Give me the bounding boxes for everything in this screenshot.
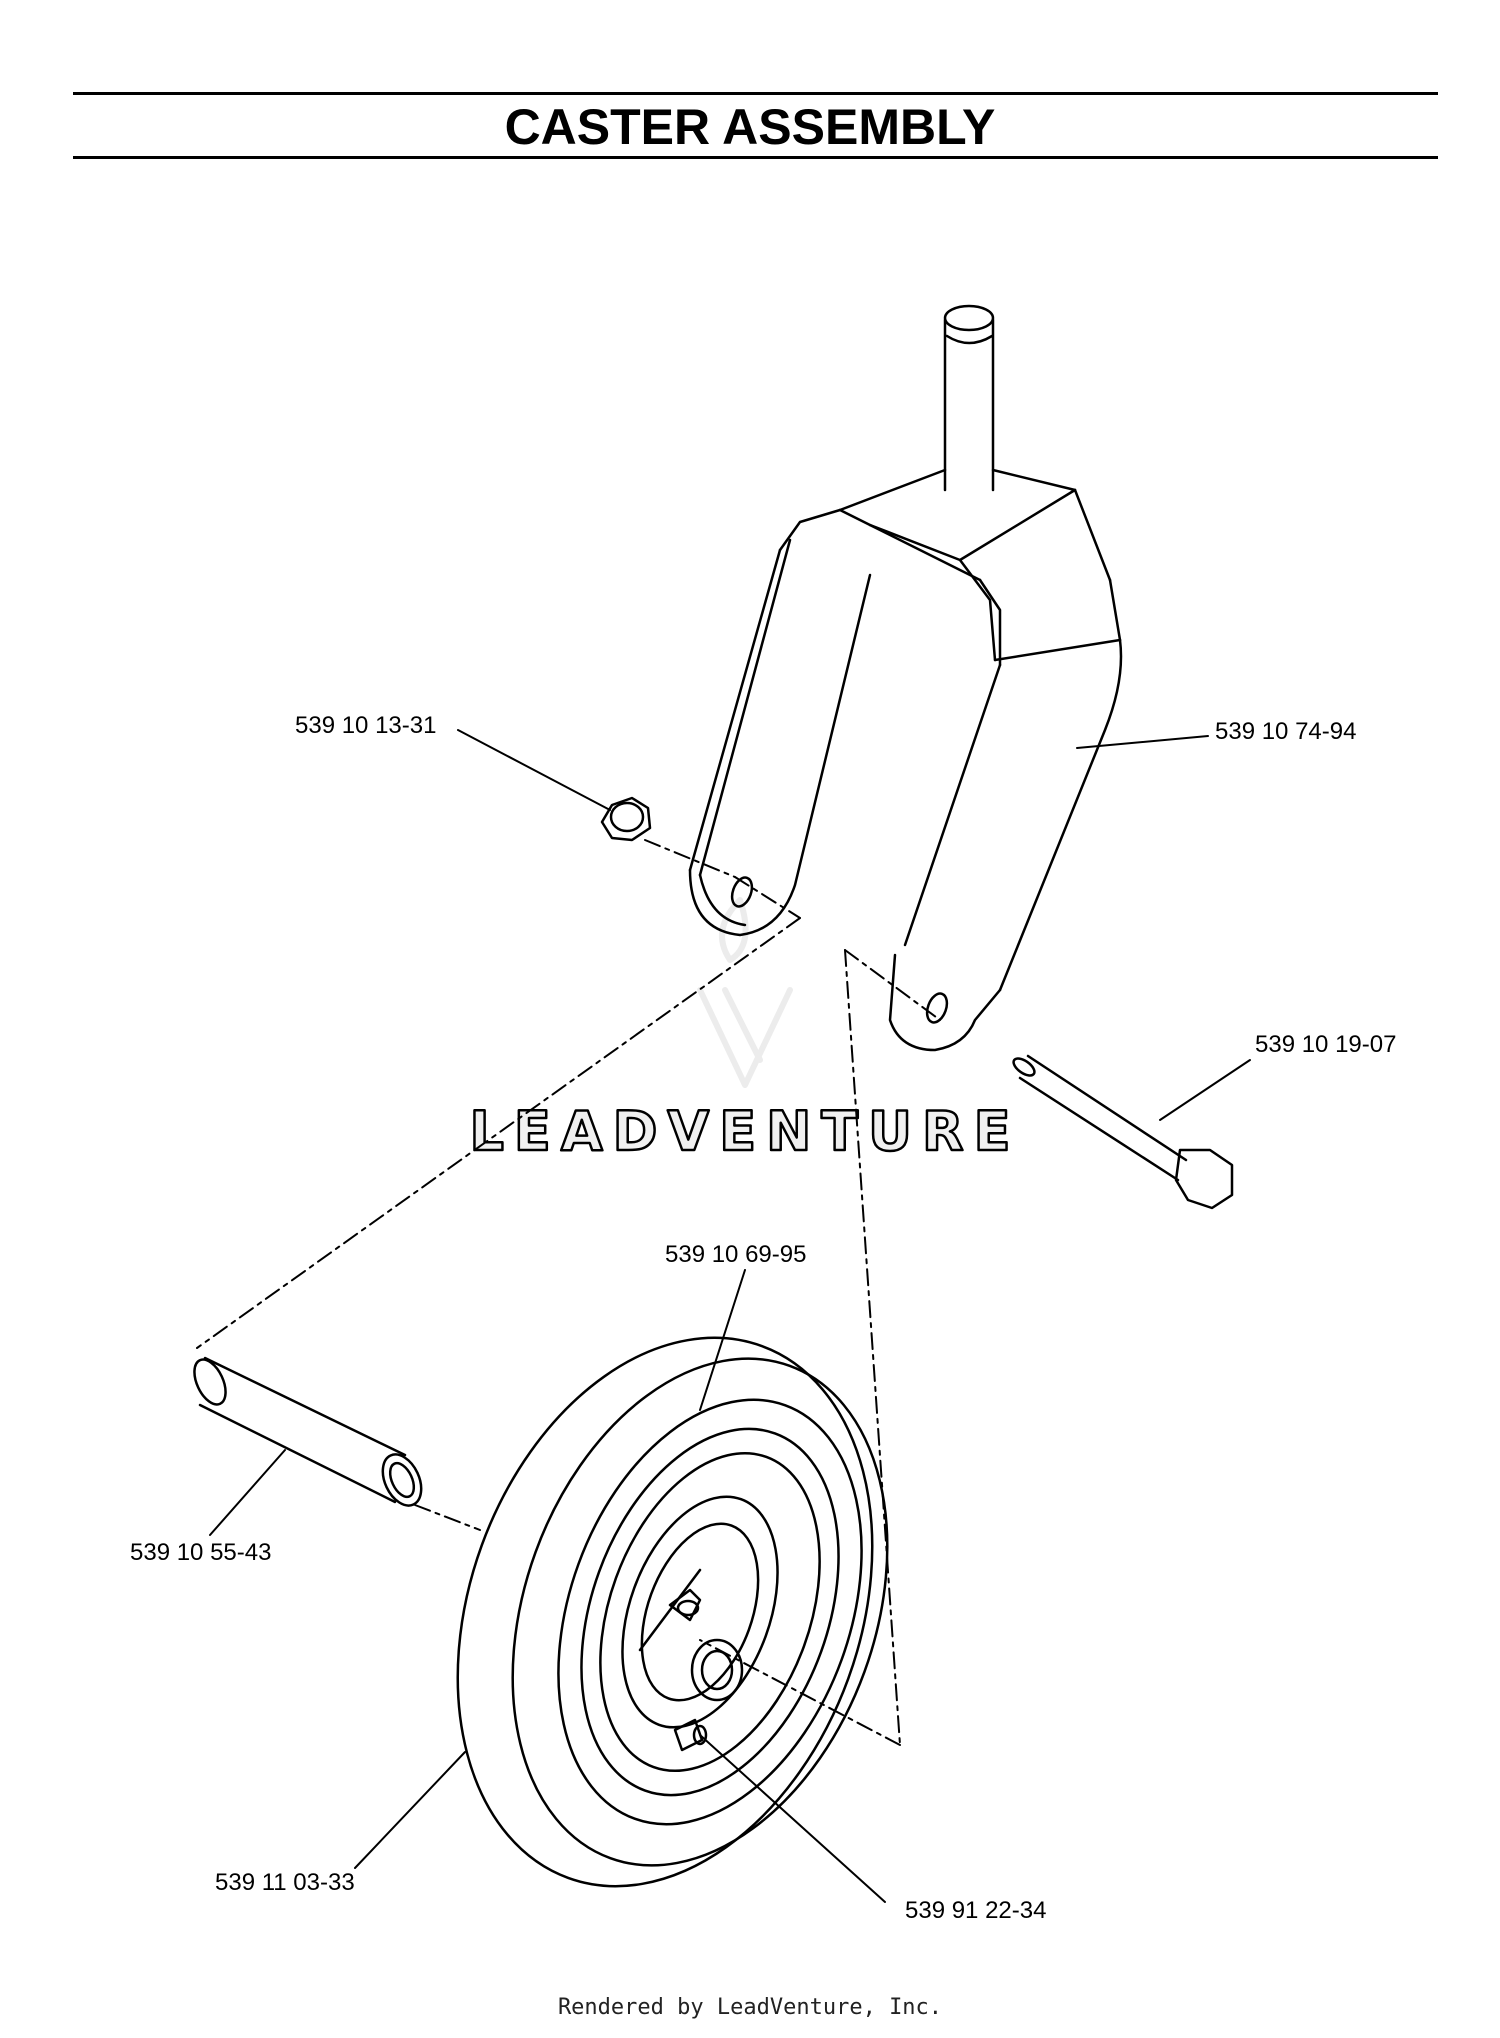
bottom-rule [73,156,1438,159]
top-rule [73,92,1438,95]
callout-bolt-539-10-19-07: 539 10 19-07 [1255,1031,1396,1058]
callout-spacer-539-10-55-43: 539 10 55-43 [130,1539,271,1566]
callout-grease-fitting-539-91-22-34: 539 91 22-34 [905,1897,1046,1924]
spacer-tube [193,1356,423,1507]
tire-wheel [456,1336,889,1888]
callout-nut-539-10-13-31: 539 10 13-31 [295,712,436,739]
bolt [1012,1054,1234,1210]
page-title: CASTER ASSEMBLY [504,99,996,155]
caster-fork [688,304,1123,1052]
callout-wheel-539-10-69-95: 539 10 69-95 [665,1241,806,1268]
watermark-text: LEADVENTURE [470,1100,1021,1163]
lock-nut [600,796,652,842]
callout-tire-539-11-03-33: 539 11 03-33 [215,1869,355,1896]
leader-lines [209,729,1251,1903]
callout-fork-539-10-74-94: 539 10 74-94 [1215,718,1356,745]
footer-credit: Rendered by LeadVenture, Inc. [557,1995,943,2020]
centerlines [196,839,941,1746]
